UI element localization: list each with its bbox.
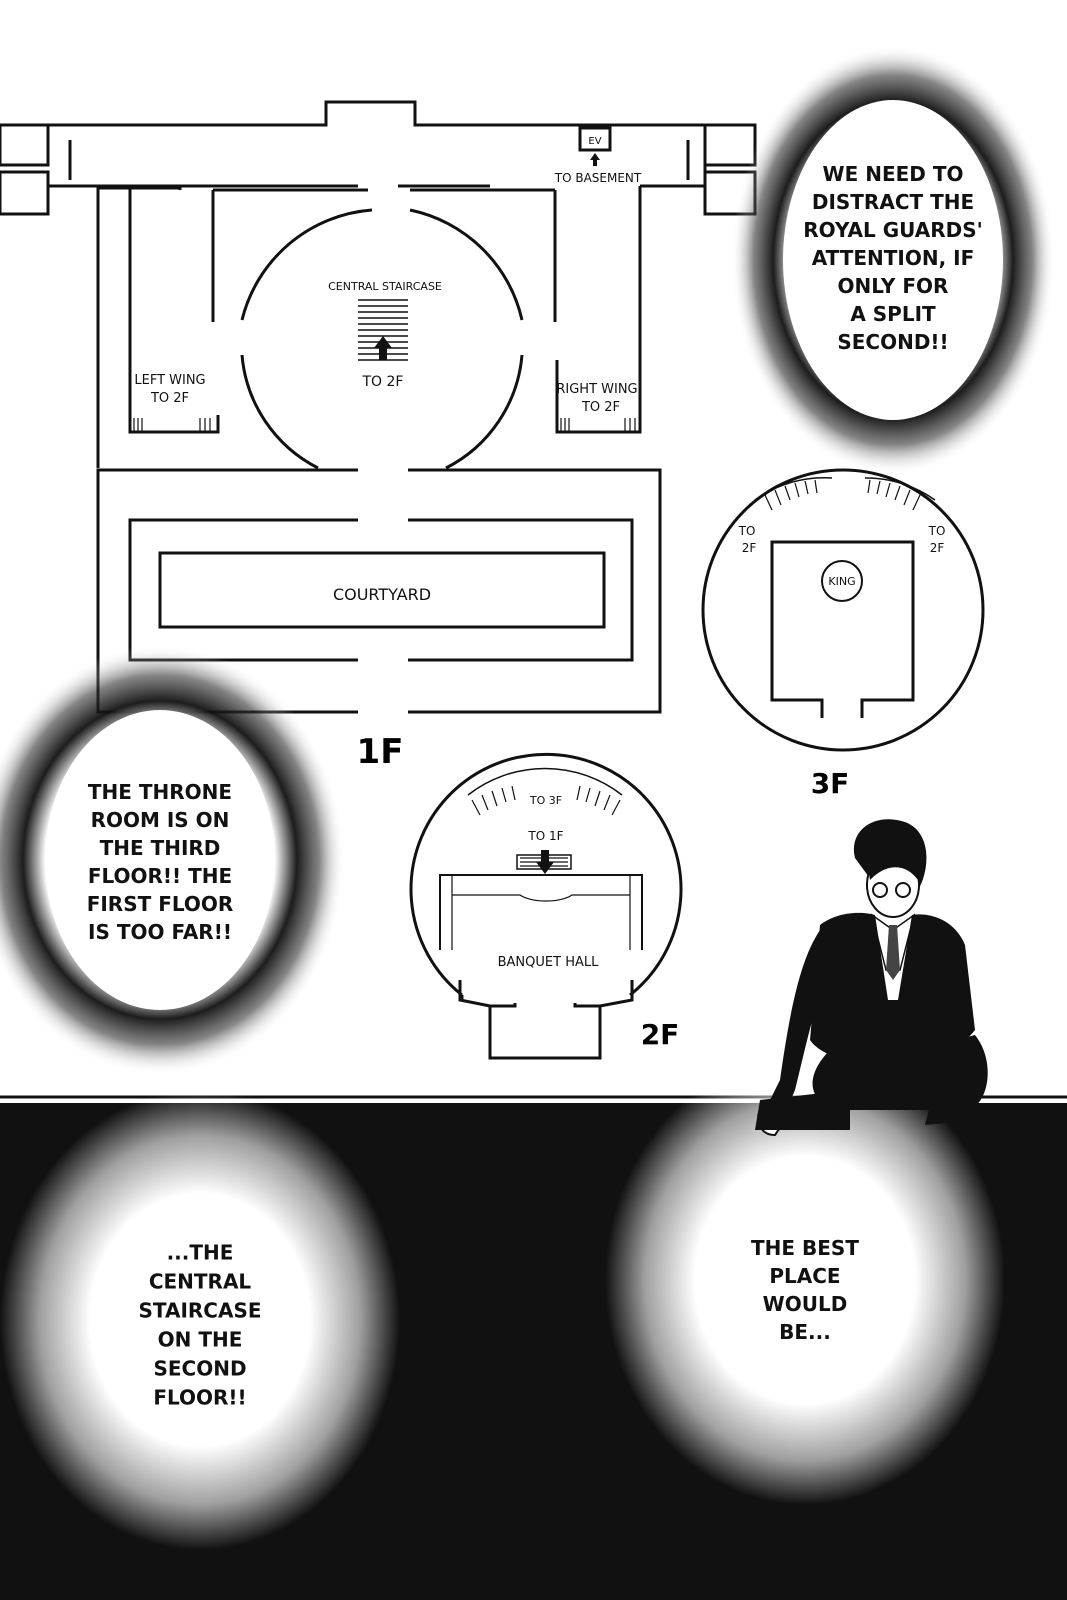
- bubble-top-right-text-line: DISTRACT THE: [812, 190, 974, 214]
- floor-3-label: 3F: [811, 767, 850, 800]
- floor-1-label: 1F: [357, 732, 404, 772]
- floor-3-map: [701, 468, 985, 752]
- bubble-left-text-line: THE THRONE: [88, 780, 232, 804]
- burst-bottom-right-text-line: WOULD: [763, 1292, 848, 1316]
- bubble-top-right-text-line: SECOND!!: [837, 330, 948, 354]
- bubble-top-right-text-line: A SPLIT: [850, 302, 936, 326]
- burst-bottom-right-text-line: PLACE: [769, 1264, 840, 1288]
- to-2f-left-a: TO: [738, 524, 756, 538]
- burst-bottom-left: ...THE CENTRAL STAIRCASE ON THE SECOND FLOOR!…: [0, 1090, 400, 1550]
- floor-2-map: [409, 752, 683, 1060]
- to-1f-label: TO 1F: [527, 829, 563, 843]
- bubble-left-text-line: FLOOR!! THE: [88, 864, 232, 888]
- to-2f-right-a: TO: [928, 524, 946, 538]
- bubble-left-text-line: FIRST FLOOR: [87, 892, 234, 916]
- to-2f-right-b: 2F: [930, 541, 945, 555]
- bubble-left-text-line: THE THIRD: [100, 836, 221, 860]
- up-arrow-basement-icon: [590, 153, 600, 166]
- burst-bottom-left-text-line: SECOND: [153, 1357, 246, 1381]
- left-wing-to-2f-label: TO 2F: [150, 391, 189, 406]
- floor-3-stairs: [764, 479, 921, 511]
- to-3f-label: TO 3F: [529, 794, 562, 807]
- bubble-top-right-text-line: ATTENTION, IF: [812, 246, 975, 270]
- courtyard-label: COURTYARD: [333, 585, 431, 604]
- burst-bottom-left-text-line: ...THE: [167, 1241, 234, 1265]
- wing-stairs: [133, 418, 636, 432]
- burst-bottom-right: THE BEST PLACE WOULD BE...: [605, 1055, 1005, 1505]
- bubble-top-right-text-line: ROYAL GUARDS': [803, 218, 983, 242]
- burst-bottom-left-text-line: ON THE: [158, 1328, 243, 1352]
- kneeling-character: [755, 819, 988, 1137]
- to-basement-label: TO BASEMENT: [554, 171, 642, 185]
- bubble-top-right-text-line: ONLY FOR: [838, 274, 949, 298]
- left-wing-label: LEFT WING: [134, 373, 205, 388]
- up-arrow-icon: [374, 336, 392, 360]
- right-wing-label: RIGHT WING: [556, 382, 637, 397]
- floor-2-label: 2F: [641, 1018, 680, 1051]
- right-wing-to-2f-label: TO 2F: [581, 400, 620, 415]
- burst-bottom-right-text-line: THE BEST: [751, 1236, 859, 1260]
- bubble-top-right-text-line: WE NEED TO: [823, 162, 964, 186]
- burst-bottom-left-text-line: STAIRCASE: [138, 1299, 261, 1323]
- floor-1-map: [0, 100, 757, 714]
- bubble-left-text-line: ROOM IS ON: [91, 808, 230, 832]
- elevator-label: EV: [588, 136, 601, 147]
- to-2f-central-label: TO 2F: [362, 374, 404, 390]
- burst-bottom-right-text-line: BE...: [779, 1320, 831, 1344]
- bubble-left-text-line: IS TOO FAR!!: [88, 920, 232, 944]
- central-staircase-label: CENTRAL STAIRCASE: [328, 280, 442, 293]
- burst-bottom-left-text-line: CENTRAL: [149, 1270, 252, 1294]
- banquet-hall-label: BANQUET HALL: [498, 955, 599, 970]
- down-arrow-icon: [536, 850, 554, 874]
- speech-bubble-top-right: WE NEED TO DISTRACT THE ROYAL GUARDS' ATTEN…: [731, 45, 1055, 475]
- king-label: KING: [828, 575, 855, 588]
- burst-bottom-left-text-line: FLOOR!!: [153, 1386, 246, 1410]
- speech-bubble-left: THE THRONE ROOM IS ON THE THIRD FLOOR!! THE…: [0, 645, 345, 1075]
- to-2f-left-b: 2F: [742, 541, 757, 555]
